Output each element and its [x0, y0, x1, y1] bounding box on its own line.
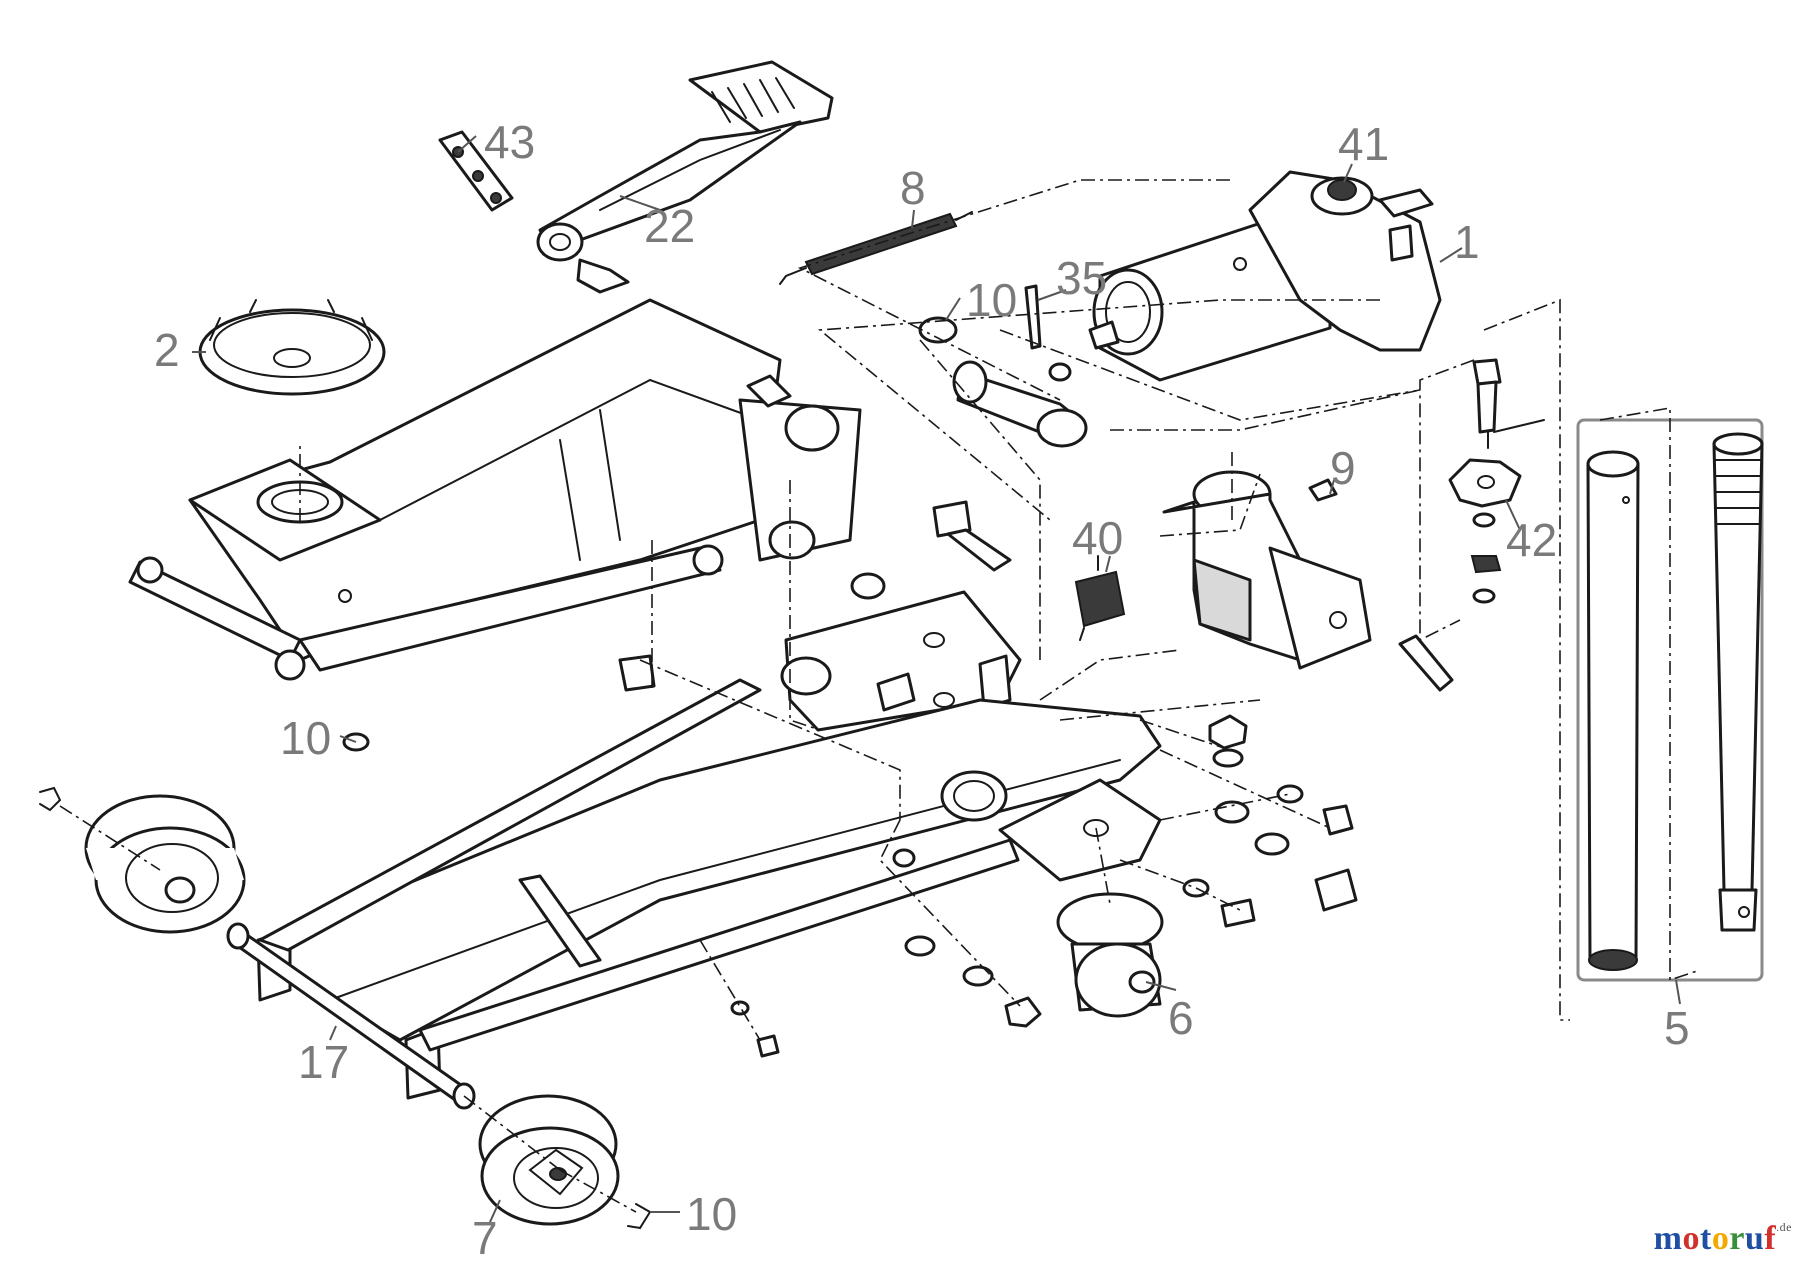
callout-41: 41 [1338, 118, 1389, 170]
watermark-letter: m [1653, 1220, 1683, 1257]
main-frame [256, 678, 1162, 1100]
callout-17: 17 [298, 1036, 349, 1088]
handle-tubes [1576, 418, 1764, 982]
callout-2: 2 [154, 324, 180, 376]
callout-10-top: 10 [966, 274, 1017, 326]
watermark-letter: r [1729, 1220, 1745, 1257]
callout-35: 35 [1056, 252, 1107, 304]
saddle [198, 299, 386, 396]
pedal-lever [536, 60, 834, 294]
watermark-letter: t [1700, 1220, 1712, 1257]
callout-22: 22 [644, 200, 695, 252]
front-axle [226, 874, 602, 1110]
callout-1: 1 [1454, 216, 1480, 268]
callout-10-bottom: 10 [686, 1188, 737, 1240]
callout-42: 42 [1506, 514, 1557, 566]
hardware-small-parts [342, 572, 1358, 1058]
callout-43: 43 [484, 116, 535, 168]
center-bolt [932, 500, 1012, 572]
watermark-tld: .de [1776, 1220, 1792, 1234]
watermark-letter: f [1764, 1220, 1777, 1257]
watermark-letter: u [1744, 1220, 1765, 1257]
motoruf-watermark: motoruf.de [1654, 1220, 1792, 1258]
base-plate [780, 590, 1022, 732]
pump-body [1162, 470, 1454, 692]
callout-leaders [192, 135, 1681, 1223]
callout-8: 8 [900, 162, 926, 214]
assembly-guide-lines [59, 179, 1701, 1213]
torsion-spring [1074, 555, 1126, 641]
callout-6: 6 [1168, 992, 1194, 1044]
callout-40: 40 [1072, 512, 1123, 564]
release-piston [918, 284, 1088, 448]
watermark-letter: o [1682, 1220, 1700, 1257]
callout-7: 7 [472, 1212, 498, 1264]
caster-wheel [1056, 892, 1164, 1018]
front-wheel-right [478, 1094, 652, 1230]
callout-9: 9 [1330, 442, 1356, 494]
watermark-letter: o [1711, 1220, 1730, 1257]
valve-bolt-group [1448, 358, 1545, 604]
callout-5: 5 [1664, 1002, 1690, 1054]
front-wheel-left [39, 786, 246, 934]
callout-labels: 43 22 2 8 41 1 10 35 9 40 42 10 17 6 7 1… [154, 116, 1690, 1264]
pump-unit [1088, 170, 1442, 382]
callout-10-left: 10 [280, 712, 331, 764]
